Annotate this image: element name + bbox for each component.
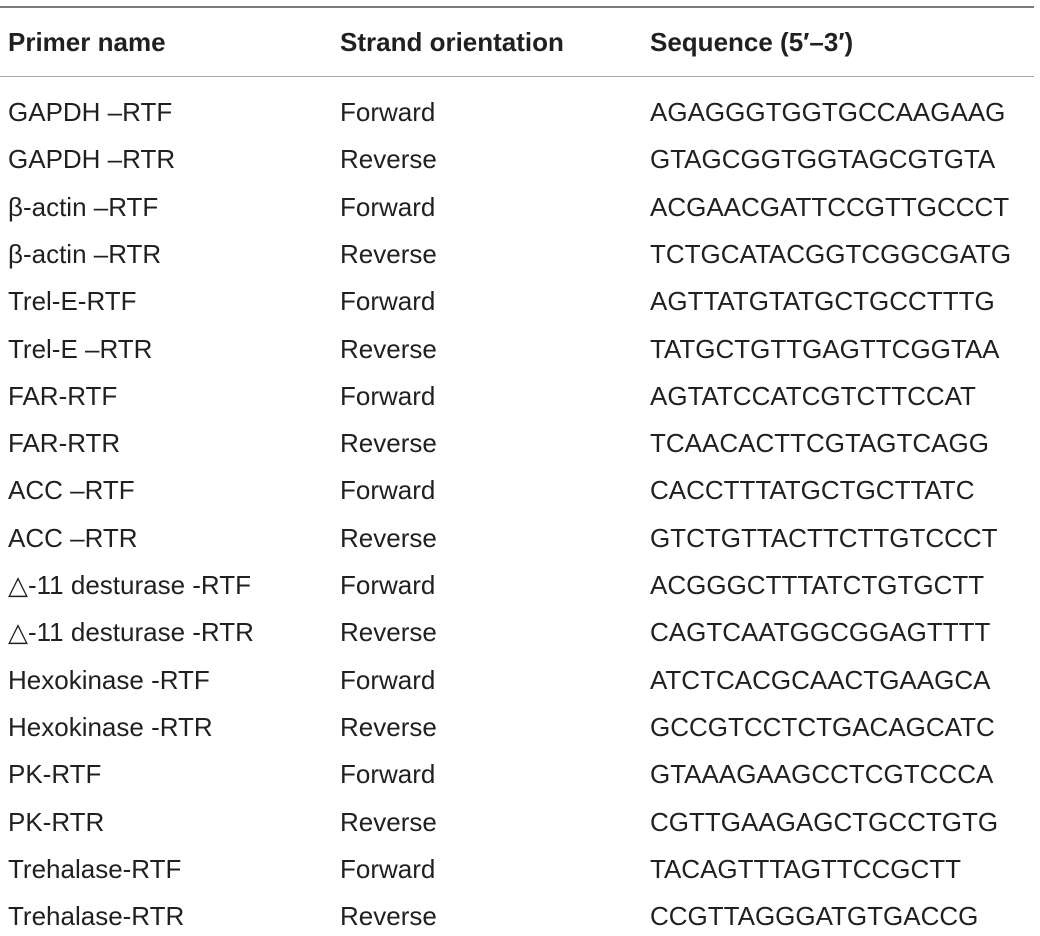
cell-strand-orientation: Reverse bbox=[340, 901, 437, 932]
table-row: Hexokinase -RTF Forward ATCTCACGCAACTGAAGC… bbox=[0, 660, 1040, 700]
cell-primer-name: PK-RTR bbox=[8, 806, 105, 837]
table-header-rule bbox=[0, 76, 1034, 77]
cell-primer-name: β-actin –RTF bbox=[8, 191, 159, 222]
cell-primer-name: Trehalase-RTF bbox=[8, 853, 182, 884]
cell-sequence: TATGCTGTTGAGTTCGGTAA bbox=[650, 333, 1000, 364]
table-row: β-actin –RTR Reverse TCTGCATACGGTCGGCGATG bbox=[0, 234, 1040, 274]
cell-strand-orientation: Forward bbox=[340, 853, 436, 884]
cell-sequence: GTAAAGAAGCCTCGTCCCA bbox=[650, 759, 994, 790]
table-row: Trel-E –RTR Reverse TATGCTGTTGAGTTCGGTAA bbox=[0, 329, 1040, 369]
cell-primer-name: ACC –RTR bbox=[8, 522, 138, 553]
cell-sequence: CCGTTAGGGATGTGACCG bbox=[650, 901, 979, 932]
cell-primer-name: Trel-E –RTR bbox=[8, 333, 153, 364]
cell-sequence: AGAGGGTGGTGCCAAGAAG bbox=[650, 97, 1006, 127]
cell-strand-orientation: Reverse bbox=[340, 617, 437, 648]
cell-sequence: TCAACACTTCGTAGTCAGG bbox=[650, 428, 989, 459]
cell-strand-orientation: Reverse bbox=[340, 238, 437, 269]
table-row: FAR-RTR Reverse TCAACACTTCGTAGTCAGG bbox=[0, 423, 1040, 463]
cell-strand-orientation: Forward bbox=[340, 380, 436, 411]
cell-sequence: ATCTCACGCAACTGAAGCA bbox=[650, 664, 991, 695]
cell-strand-orientation: Forward bbox=[340, 570, 436, 600]
cell-strand-orientation: Forward bbox=[340, 286, 436, 317]
header-sequence: Sequence (5′–3′) bbox=[650, 27, 854, 57]
table-row: GAPDH –RTR Reverse GTAGCGGTGGTAGCGTGTA bbox=[0, 139, 1040, 179]
cell-sequence: GTCTGTTACTTCTTGTCCCT bbox=[650, 522, 998, 553]
cell-sequence: ACGGGCTTTATCTGTGCTT bbox=[650, 570, 985, 600]
table-top-rule bbox=[0, 6, 1034, 8]
cell-sequence: CACCTTTATGCTGCTTATC bbox=[650, 475, 975, 506]
table-row: ACC –RTF Forward CACCTTTATGCTGCTTATC bbox=[0, 470, 1040, 510]
table-row: △-11 desturase -RTF Forward ACGGGCTTTATCTG… bbox=[0, 565, 1040, 605]
table-row: Hexokinase -RTR Reverse GCCGTCCTCTGACAGCAT… bbox=[0, 707, 1040, 747]
cell-strand-orientation: Forward bbox=[340, 664, 436, 695]
cell-strand-orientation: Forward bbox=[340, 759, 436, 790]
cell-primer-name: FAR-RTF bbox=[8, 380, 118, 411]
table-row: PK-RTF Forward GTAAAGAAGCCTCGTCCCA bbox=[0, 754, 1040, 794]
cell-sequence: CAGTCAATGGCGGAGTTTT bbox=[650, 617, 991, 648]
cell-primer-name: GAPDH –RTF bbox=[8, 97, 173, 127]
cell-strand-orientation: Reverse bbox=[340, 428, 437, 459]
table-row: Trel-E-RTF Forward AGTTATGTATGCTGCCTTTG bbox=[0, 281, 1040, 321]
cell-strand-orientation: Reverse bbox=[340, 144, 437, 175]
cell-sequence: AGTATCCATCGTCTTCCAT bbox=[650, 380, 976, 411]
cell-primer-name: Trel-E-RTF bbox=[8, 286, 137, 317]
cell-sequence: ACGAACGATTCCGTTGCCCT bbox=[650, 191, 1010, 222]
cell-primer-name: PK-RTF bbox=[8, 759, 102, 790]
cell-strand-orientation: Reverse bbox=[340, 711, 437, 742]
table-row: PK-RTR Reverse CGTTGAAGAGCTGCCTGTG bbox=[0, 802, 1040, 842]
cell-strand-orientation: Reverse bbox=[340, 333, 437, 364]
cell-strand-orientation: Reverse bbox=[340, 522, 437, 553]
cell-primer-name: △-11 desturase -RTR bbox=[8, 617, 254, 648]
table-row: β-actin –RTF Forward ACGAACGATTCCGTTGCCCT bbox=[0, 187, 1040, 227]
cell-sequence: CGTTGAAGAGCTGCCTGTG bbox=[650, 806, 999, 837]
cell-primer-name: FAR-RTR bbox=[8, 428, 121, 459]
cell-primer-name: ACC –RTF bbox=[8, 475, 135, 506]
header-primer-name: Primer name bbox=[8, 27, 166, 57]
table-row: ACC –RTR Reverse GTCTGTTACTTCTTGTCCCT bbox=[0, 518, 1040, 558]
cell-primer-name: GAPDH –RTR bbox=[8, 144, 176, 175]
table-row: GAPDH –RTF Forward AGAGGGTGGTGCCAAGAAG bbox=[0, 92, 1040, 132]
table-header-row: Primer name Strand orientation Sequence … bbox=[0, 22, 1040, 62]
cell-primer-name: △-11 desturase -RTF bbox=[8, 570, 252, 600]
cell-strand-orientation: Forward bbox=[340, 97, 436, 127]
cell-sequence: GCCGTCCTCTGACAGCATC bbox=[650, 711, 995, 742]
cell-primer-name: Hexokinase -RTR bbox=[8, 711, 213, 742]
cell-primer-name: Hexokinase -RTF bbox=[8, 664, 210, 695]
table-row: FAR-RTF Forward AGTATCCATCGTCTTCCAT bbox=[0, 376, 1040, 416]
table-row: Trehalase-RTR Reverse CCGTTAGGGATGTGACCG bbox=[0, 896, 1040, 936]
cell-sequence: TACAGTTTAGTTCCGCTT bbox=[650, 853, 961, 884]
cell-primer-name: Trehalase-RTR bbox=[8, 901, 185, 932]
cell-strand-orientation: Reverse bbox=[340, 806, 437, 837]
cell-primer-name: β-actin –RTR bbox=[8, 238, 162, 269]
cell-strand-orientation: Forward bbox=[340, 191, 436, 222]
cell-strand-orientation: Forward bbox=[340, 475, 436, 506]
table-row: Trehalase-RTF Forward TACAGTTTAGTTCCGCTT bbox=[0, 849, 1040, 889]
header-strand-orientation: Strand orientation bbox=[340, 27, 564, 57]
cell-sequence: AGTTATGTATGCTGCCTTTG bbox=[650, 286, 995, 317]
table-row: △-11 desturase -RTR Reverse CAGTCAATGGCGGA… bbox=[0, 612, 1040, 652]
cell-sequence: TCTGCATACGGTCGGCGATG bbox=[650, 238, 1012, 269]
cell-sequence: GTAGCGGTGGTAGCGTGTA bbox=[650, 144, 996, 175]
